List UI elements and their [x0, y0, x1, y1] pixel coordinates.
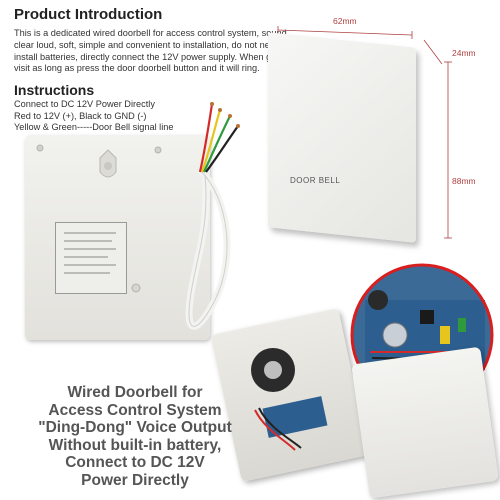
feature-line: "Ding-Dong" Voice Output	[38, 419, 232, 437]
cable	[185, 167, 231, 330]
product-intro-title: Product Introduction	[14, 6, 163, 23]
label-text-lines-icon	[64, 232, 116, 274]
open-device-internals	[251, 348, 328, 451]
instruction-line: Red to 12V (+), Black to GND (-)	[14, 110, 147, 121]
screw-hole-icon	[131, 283, 141, 293]
intro-line: install batteries, directly connect the …	[14, 51, 294, 62]
keyhole-mount-icon	[99, 149, 117, 178]
intro-line: clear loud, soft, simple and convenient …	[14, 39, 291, 50]
feature-line: Without built-in battery,	[48, 436, 222, 454]
instructions-title: Instructions	[14, 82, 95, 98]
intro-line: visit as long as press the door doorbell…	[14, 63, 260, 74]
feature-line: Access Control System	[48, 401, 222, 419]
wire-ends	[198, 102, 240, 173]
dimension-depth: 24mm	[452, 48, 476, 58]
instructions-text: Connect to DC 12V Power Directly Red to …	[14, 99, 173, 134]
door-bell-label: DOOR BELL	[290, 176, 341, 185]
dimension-lines	[277, 26, 452, 239]
dimension-width: 62mm	[333, 16, 357, 26]
feature-line: Connect to DC 12V	[65, 454, 205, 472]
cable-outline	[188, 169, 228, 327]
wiring-label-sticker	[55, 222, 127, 294]
instruction-line: Yellow & Green-----Door Bell signal line	[14, 122, 174, 132]
screw-hole-icon	[154, 146, 162, 154]
feature-line: Power Directly	[81, 471, 189, 489]
screw-hole-icon	[36, 144, 44, 152]
doorbell-front	[268, 32, 416, 243]
doorbell-cover	[351, 346, 499, 499]
intro-line: This is a dedicated wired doorbell for a…	[14, 28, 287, 38]
feature-summary: Wired Doorbell for Access Control System…	[30, 384, 240, 490]
dimension-height: 88mm	[452, 176, 476, 186]
feature-line: Wired Doorbell for	[67, 384, 203, 401]
instruction-line: Connect to DC 12V Power Directly	[14, 99, 155, 109]
product-intro-text: This is a dedicated wired doorbell for a…	[14, 28, 314, 75]
pcb-board	[262, 396, 328, 438]
